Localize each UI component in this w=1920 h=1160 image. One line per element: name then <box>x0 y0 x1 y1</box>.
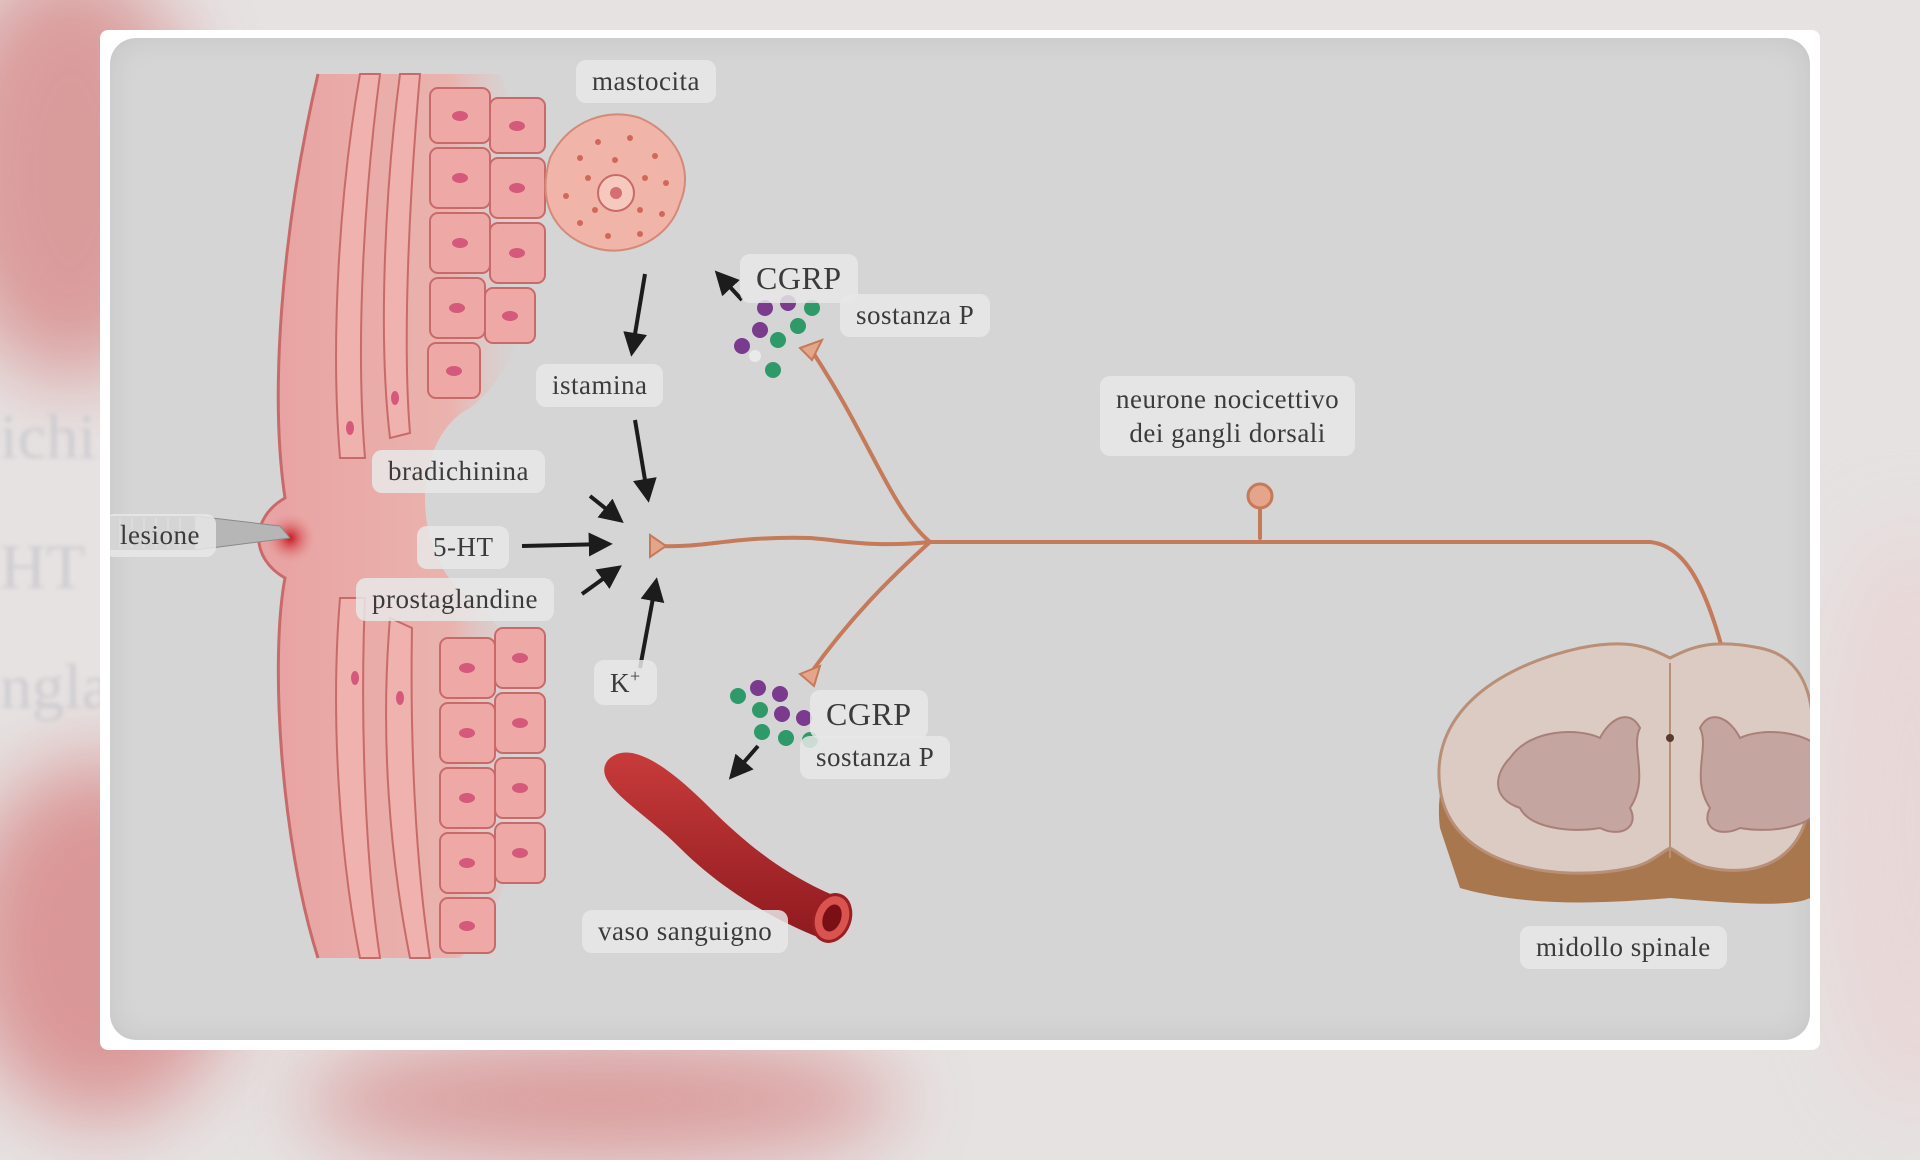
granules-top <box>734 295 820 378</box>
label-lesione: lesione <box>110 514 216 557</box>
label-midollo-spinale: midollo spinale <box>1520 926 1727 969</box>
arrow-vaso <box>728 744 760 780</box>
arrows <box>521 270 760 780</box>
label-k-superscript: + <box>630 666 641 686</box>
skin-tissue <box>257 73 546 959</box>
label-sostanza-p-top: sostanza P <box>840 294 991 337</box>
nerve-fiber <box>656 346 1732 680</box>
arrow-mastocita-istamina <box>623 273 647 357</box>
label-k-plus: K+ <box>594 660 657 705</box>
arrow-bradichinina <box>588 494 624 523</box>
ghost-text-2: HT <box>0 531 86 602</box>
label-5ht: 5-HT <box>417 526 510 569</box>
label-cgrp-top: CGRP <box>740 254 858 303</box>
label-sostanza-p-bottom: sostanza P <box>800 736 951 779</box>
label-neurone-nocicettivo: neurone nocicettivo dei gangli dorsali <box>1100 376 1356 456</box>
arrow-5ht <box>521 532 613 557</box>
label-istamina: istamina <box>536 364 664 407</box>
label-mastocita: mastocita <box>576 60 716 103</box>
label-vaso-sanguigno: vaso sanguigno <box>582 910 789 953</box>
ghost-text-1: ichi <box>0 401 96 472</box>
label-k-base: K <box>610 668 630 698</box>
mast-cell-icon <box>544 113 686 252</box>
arrow-istamina-terminal <box>633 419 657 503</box>
arrow-prostaglandine <box>580 565 622 596</box>
arrow-cgrp-mastocita <box>714 270 744 302</box>
spinal-cord-icon <box>1437 642 1810 904</box>
ghost-text-3: ngla <box>0 651 111 722</box>
label-prostaglandine: prostaglandine <box>356 578 554 621</box>
blood-vessel-icon <box>604 752 853 943</box>
label-neurone-line2: dei gangli dorsali <box>1129 418 1326 448</box>
diagram-svg <box>110 73 1810 959</box>
arrow-k <box>638 577 665 669</box>
label-neurone-line1: neurone nocicettivo <box>1116 384 1340 414</box>
label-cgrp-bottom: CGRP <box>810 690 928 739</box>
label-bradichinina: bradichinina <box>372 450 545 493</box>
diagram-panel: mastocita CGRP sostanza P istamina bradi… <box>110 38 1810 1040</box>
neuron-soma-icon <box>1246 482 1274 510</box>
